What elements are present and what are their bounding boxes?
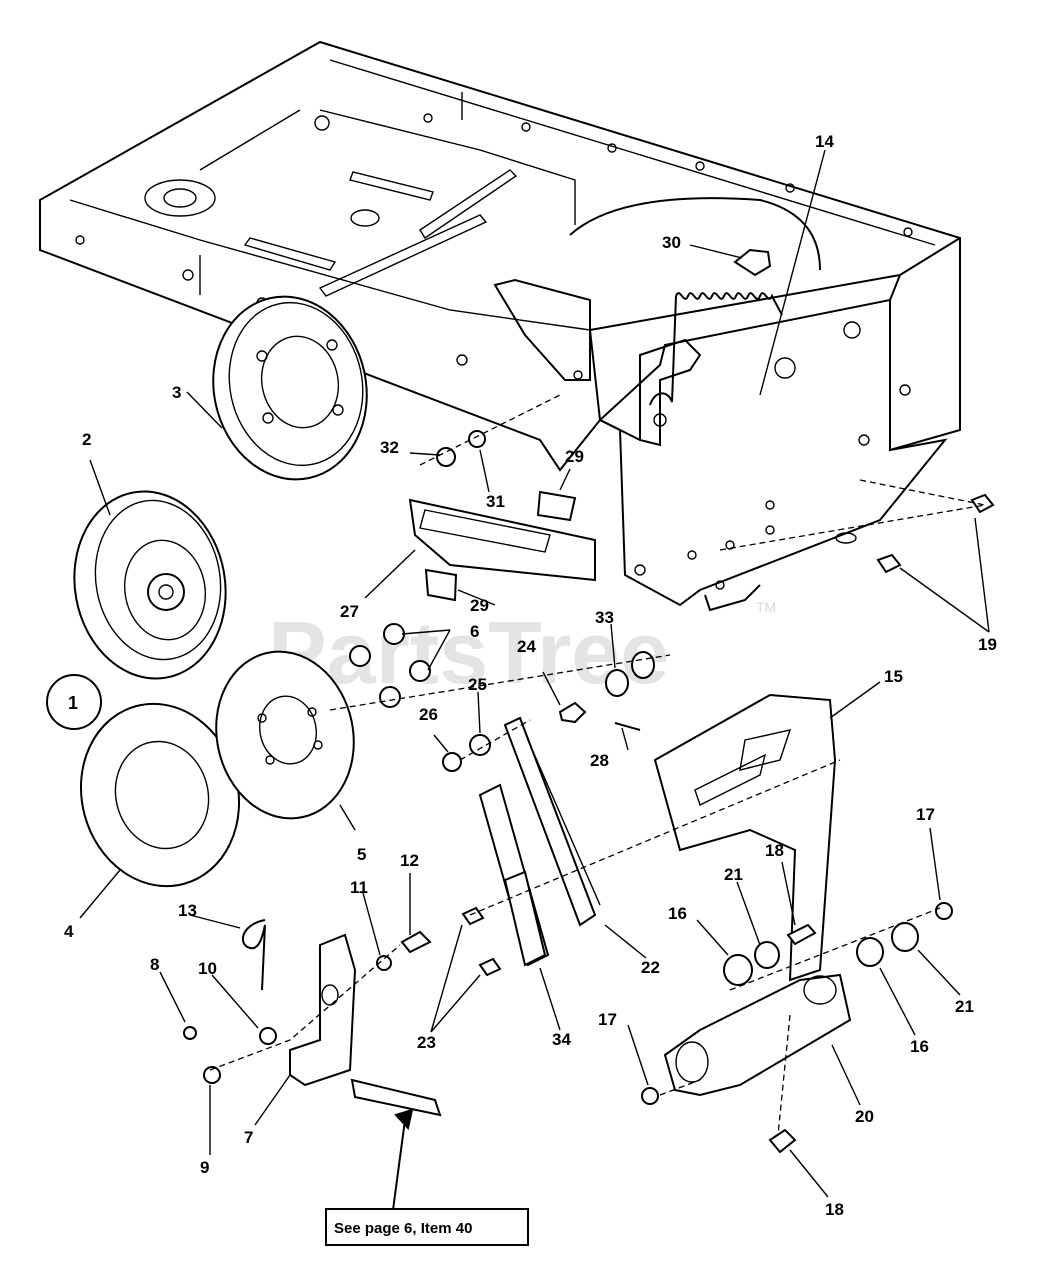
callout-19: 19 <box>978 635 997 654</box>
bolt-30 <box>733 248 772 277</box>
callout-31: 31 <box>486 492 505 511</box>
callout-26: 26 <box>419 705 438 724</box>
arm-20 <box>663 973 852 1097</box>
washer-21a <box>754 941 780 969</box>
callout-13: 13 <box>178 901 197 920</box>
callout-17-upper: 17 <box>916 805 935 824</box>
lever-plate-15 <box>653 693 837 982</box>
nut-26 <box>442 752 462 772</box>
bolt-23b <box>478 957 502 977</box>
callout-4: 4 <box>64 922 74 941</box>
callout-9: 9 <box>200 1158 209 1177</box>
callout-23: 23 <box>417 1033 436 1052</box>
nut-25 <box>469 734 491 756</box>
hairpin-13 <box>241 919 266 991</box>
callout-28: 28 <box>590 751 609 770</box>
callout-3: 3 <box>172 383 181 402</box>
assembly-marker-text: 1 <box>68 693 78 713</box>
callout-33: 33 <box>595 608 614 627</box>
watermark-trademark: TM <box>756 599 776 615</box>
nut-6b <box>349 645 371 667</box>
callout-22: 22 <box>641 958 660 977</box>
pulley-3 <box>212 295 368 481</box>
nut-32 <box>436 447 456 467</box>
callout-18-lower: 18 <box>825 1200 844 1219</box>
washer-21b <box>891 922 919 952</box>
washer-33b <box>631 651 655 679</box>
callout-27: 27 <box>340 602 359 621</box>
spacer-16b <box>856 937 884 967</box>
assembly-marker-circle <box>46 674 102 730</box>
nut-6a <box>383 623 405 645</box>
callout-30: 30 <box>662 233 681 252</box>
ring-8 <box>183 1026 197 1040</box>
washer-11 <box>376 955 392 971</box>
bracket-7 <box>289 933 357 1087</box>
extension-spring <box>649 292 783 406</box>
rod-item-40 <box>350 1078 442 1117</box>
callout-21-lower: 21 <box>955 997 974 1016</box>
callout-14: 14 <box>815 132 834 151</box>
callout-17-lower: 17 <box>598 1010 617 1029</box>
washer-33a <box>605 669 629 697</box>
pulley-half-5 <box>215 650 355 820</box>
washer-31 <box>468 430 486 448</box>
callout-10: 10 <box>198 959 217 978</box>
callout-18-upper: 18 <box>765 841 784 860</box>
reference-note-text: See page 6, Item 40 <box>334 1220 472 1237</box>
callout-21-upper: 21 <box>724 865 743 884</box>
nut-17a <box>935 902 953 920</box>
pulley-2 <box>73 490 227 680</box>
bolt-18b <box>768 1128 797 1154</box>
spacer-16a <box>723 954 753 986</box>
callout-29-upper: 29 <box>565 447 584 466</box>
callout-labels: 14 30 3 2 32 31 29 29 27 6 33 24 25 26 2… <box>64 132 997 1219</box>
callout-6: 6 <box>470 622 479 641</box>
callout-20: 20 <box>855 1107 874 1126</box>
bolt-12 <box>400 930 432 954</box>
leader-lines <box>79 149 990 1211</box>
washer-10 <box>259 1027 277 1045</box>
bolt-19b <box>876 553 902 574</box>
callout-7: 7 <box>244 1128 253 1147</box>
callout-15: 15 <box>884 667 903 686</box>
callout-34: 34 <box>552 1030 571 1049</box>
callout-29-lower: 29 <box>470 596 489 615</box>
pin-28 <box>614 722 641 731</box>
bolt-19a <box>970 493 995 514</box>
clip-29-lower <box>424 568 458 602</box>
channel-22 <box>503 716 597 927</box>
callout-12: 12 <box>400 851 419 870</box>
bolt-23a <box>461 906 485 926</box>
callout-16-upper: 16 <box>668 904 687 923</box>
nut-6c <box>409 660 431 682</box>
nut-6d <box>379 686 401 708</box>
callout-8: 8 <box>150 955 159 974</box>
nut-9 <box>203 1066 221 1084</box>
callout-16-lower: 16 <box>910 1037 929 1056</box>
callout-32: 32 <box>380 438 399 457</box>
callout-11: 11 <box>350 878 368 897</box>
callout-25: 25 <box>468 675 487 694</box>
stud-24 <box>558 701 587 724</box>
nut-17b <box>641 1087 659 1105</box>
callout-24: 24 <box>517 637 536 656</box>
reference-note-box <box>325 1208 529 1246</box>
frame-chassis <box>39 40 961 612</box>
callout-2: 2 <box>82 430 91 449</box>
callout-5: 5 <box>357 845 366 864</box>
bracket-27 <box>408 498 596 582</box>
clip-29-upper <box>536 490 577 522</box>
bolt-18a <box>786 923 817 946</box>
